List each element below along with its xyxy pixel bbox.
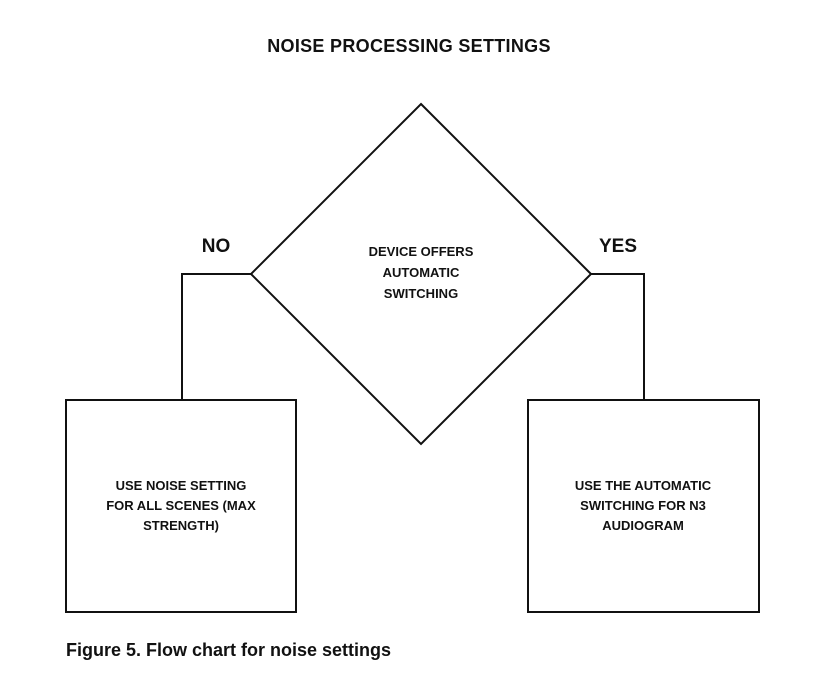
left-box-line-2: FOR ALL SCENES (MAX <box>106 498 256 513</box>
right-box-line-2: SWITCHING FOR N3 <box>580 498 706 513</box>
right-box-line-1: USE THE AUTOMATIC <box>575 478 712 493</box>
right-box-line-3: AUDIOGRAM <box>602 518 684 533</box>
connector-no <box>181 273 251 400</box>
right-box <box>527 399 760 613</box>
left-box <box>65 399 297 613</box>
left-box-line-3: STRENGTH) <box>143 518 219 533</box>
diagram-title: NOISE PROCESSING SETTINGS <box>267 36 551 56</box>
decision-line-1: DEVICE OFFERS <box>369 244 474 259</box>
connector-yes <box>591 273 645 400</box>
decision-line-2: AUTOMATIC <box>383 265 460 280</box>
branch-no-label: NO <box>202 236 231 257</box>
decision-line-3: SWITCHING <box>384 286 458 301</box>
left-box-line-1: USE NOISE SETTING <box>116 478 247 493</box>
decision-diamond <box>249 102 593 446</box>
branch-yes-label: YES <box>599 236 637 257</box>
figure-caption: Figure 5. Flow chart for noise settings <box>66 640 392 660</box>
